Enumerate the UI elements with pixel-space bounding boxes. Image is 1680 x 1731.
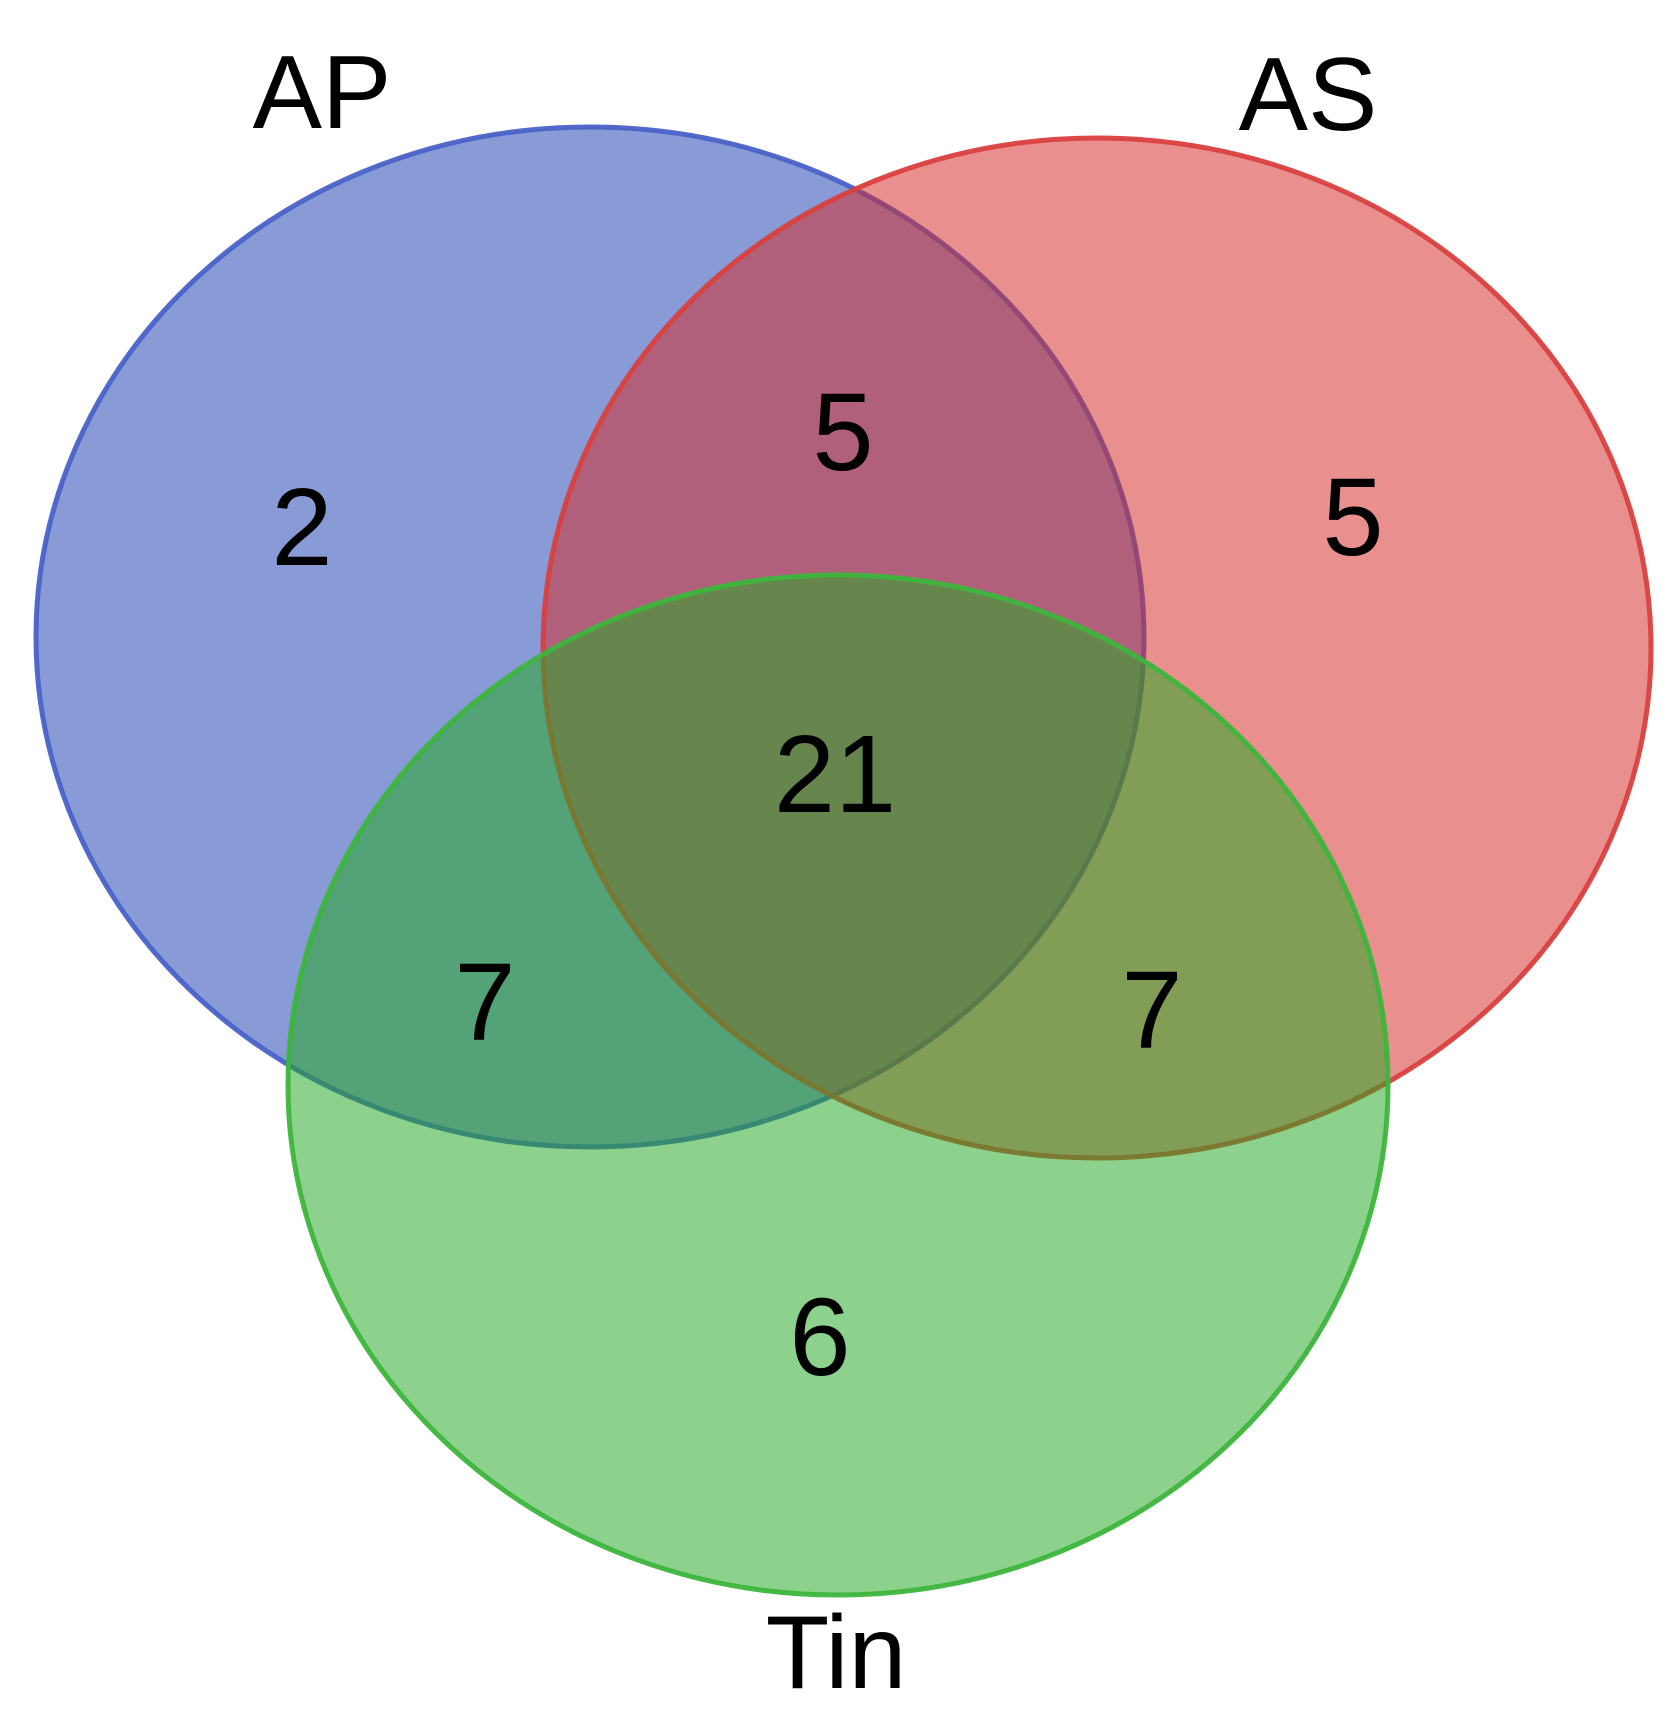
as-tin-count: 7 (1121, 949, 1182, 1072)
ap-tin-count: 7 (454, 941, 515, 1064)
as-set-label: AS (1239, 37, 1378, 153)
ap-as-count: 5 (812, 371, 873, 494)
tin-only-count: 6 (789, 1276, 850, 1399)
all-sets-count: 21 (774, 713, 896, 836)
ap-set-label: AP (253, 35, 392, 151)
tin-set-label: Tin (766, 1595, 907, 1711)
ap-only-count: 2 (271, 466, 332, 589)
tin-set-ellipse (285, 572, 1391, 1598)
as-only-count: 5 (1322, 456, 1383, 579)
